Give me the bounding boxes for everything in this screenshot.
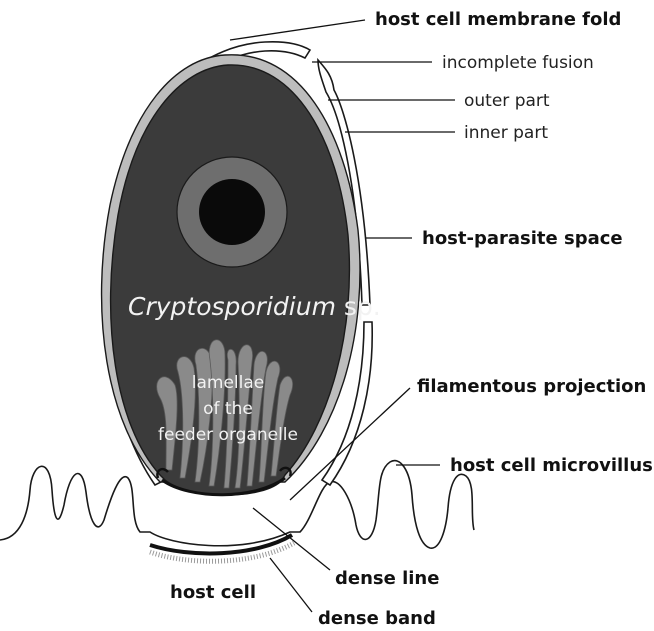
label-dense-band: dense band xyxy=(318,608,436,629)
host-cell-microvillus xyxy=(448,474,474,530)
label-dense-line: dense line xyxy=(335,568,439,589)
lamellae-label-line2: of the xyxy=(203,399,253,419)
parasite-name-genus: Cryptosporidium xyxy=(128,292,336,321)
label-filamentous-projection: filamentous projection xyxy=(417,376,646,397)
label-host-cell-microvillus: host cell microvillus xyxy=(450,455,653,476)
label-host-cell-membrane-fold: host cell membrane fold xyxy=(375,9,621,30)
lamellae-label-line3: feeder organelle xyxy=(158,425,298,445)
parasite-name-suffix: sp. xyxy=(336,292,381,321)
lamellae-label-line1: lamellae xyxy=(192,373,264,393)
label-inner-part: inner part xyxy=(464,123,548,143)
label-host-parasite-space: host-parasite space xyxy=(422,228,623,249)
nucleus-core xyxy=(199,179,265,245)
label-host-cell: host cell xyxy=(170,582,256,603)
parasite-name: Cryptosporidium sp. xyxy=(128,292,381,321)
dense-band-shape xyxy=(150,535,292,553)
label-outer-part: outer part xyxy=(464,91,550,111)
label-incomplete-fusion: incomplete fusion xyxy=(442,53,594,73)
